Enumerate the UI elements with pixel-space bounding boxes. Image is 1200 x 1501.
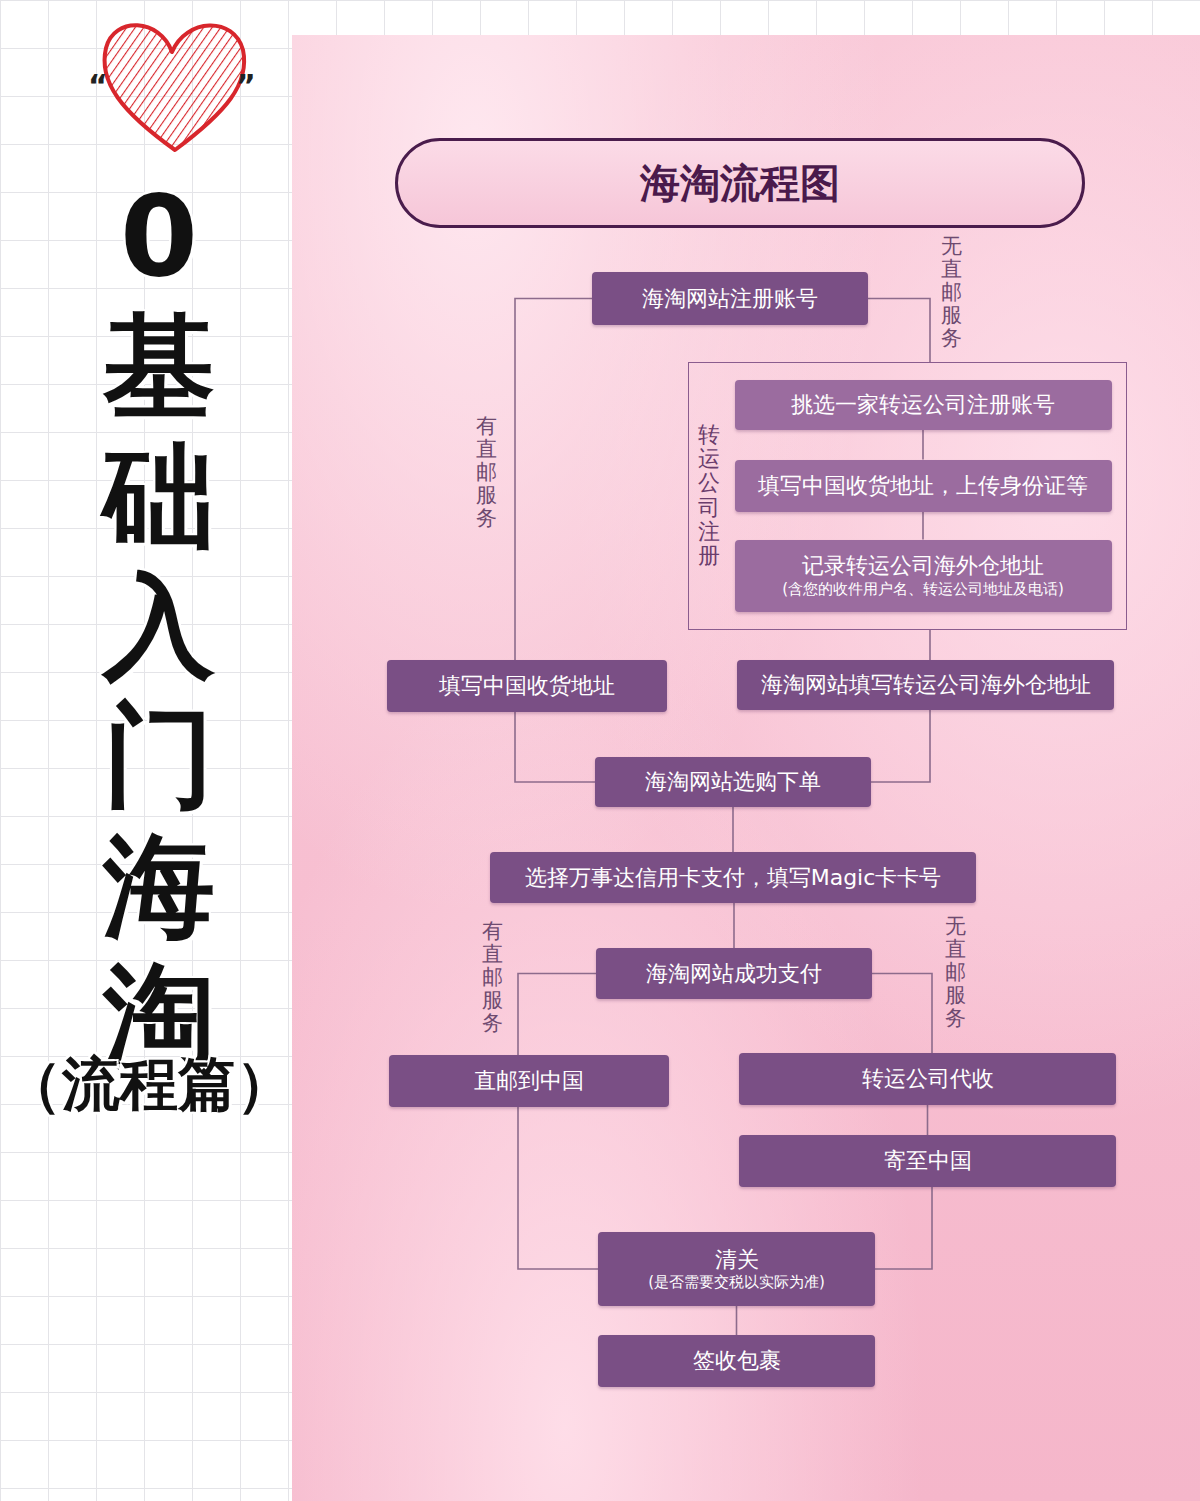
connector [872,974,932,1054]
box-text: 寄至中国 [884,1147,972,1175]
box-text: 记录转运公司海外仓地址 [802,552,1044,580]
process-box: 海淘网站选购下单 [595,757,871,807]
process-box: 海淘网站填写转运公司海外仓地址 [737,660,1114,710]
title-pill: 海淘流程图 [395,138,1085,228]
process-box: 记录转运公司海外仓地址(含您的收件用户名、转运公司地址及电话) [735,540,1112,612]
quote-mark: ” [236,68,256,103]
connector [515,299,592,661]
connector [733,903,735,948]
process-box: 清关(是否需要交税以实际为准) [598,1232,875,1306]
box-text: 填写中国收货地址 [439,672,615,700]
process-box: 寄至中国 [739,1135,1116,1187]
edge-label: 有直邮服务 [476,415,497,530]
process-box: 海淘网站注册账号 [592,272,868,325]
box-text: 海淘网站填写转运公司海外仓地址 [761,671,1091,699]
side-title: 0基础入门海淘 [103,172,215,1081]
connector [875,1187,932,1269]
box-text: 选择万事达信用卡支付，填写Magic卡卡号 [525,864,942,892]
title-rule [300,184,395,186]
group-label: 转运公司注册 [698,423,720,568]
quote-mark: “ [88,68,108,103]
connector [732,807,734,852]
title-rule [1085,182,1200,184]
edge-label: 无直邮服务 [945,915,966,1030]
edge-label: 有直邮服务 [482,920,503,1035]
connector [922,430,924,460]
group-box: 转运公司注册挑选一家转运公司注册账号填写中国收货地址，上传身份证等记录转运公司海… [688,362,1127,630]
connector [871,710,930,782]
box-text: 转运公司代收 [862,1065,994,1093]
process-box: 填写中国收货地址 [387,660,667,712]
process-box: 海淘网站成功支付 [596,948,872,999]
box-text: 填写中国收货地址，上传身份证等 [758,472,1088,500]
box-text: 挑选一家转运公司注册账号 [791,391,1055,419]
connector [518,1107,598,1269]
process-box: 填写中国收货地址，上传身份证等 [735,460,1112,512]
connector [515,712,595,782]
heart [104,25,244,150]
connector [927,1105,929,1135]
title-text: 海淘流程图 [640,156,840,211]
connector [929,630,931,660]
box-text: 海淘网站成功支付 [646,960,822,988]
box-text: 海淘网站选购下单 [645,768,821,796]
process-box: 签收包裹 [598,1335,875,1387]
box-note: (含您的收件用户名、转运公司地址及电话) [782,580,1064,600]
connector [868,299,930,363]
process-box: 直邮到中国 [389,1055,669,1107]
process-box: 选择万事达信用卡支付，填写Magic卡卡号 [490,852,976,903]
box-text: 直邮到中国 [474,1067,584,1095]
connector [736,1306,738,1335]
side-subtitle: （流程篇） [4,1046,294,1124]
box-text: 清关 [715,1246,759,1274]
edge-label: 无直邮服务 [941,235,962,350]
connector [518,974,596,1056]
box-note: (是否需要交税以实际为准) [648,1273,825,1293]
box-text: 海淘网站注册账号 [642,285,818,313]
connector [922,512,924,540]
process-box: 挑选一家转运公司注册账号 [735,380,1112,430]
box-text: 签收包裹 [693,1347,781,1375]
process-box: 转运公司代收 [739,1053,1116,1105]
